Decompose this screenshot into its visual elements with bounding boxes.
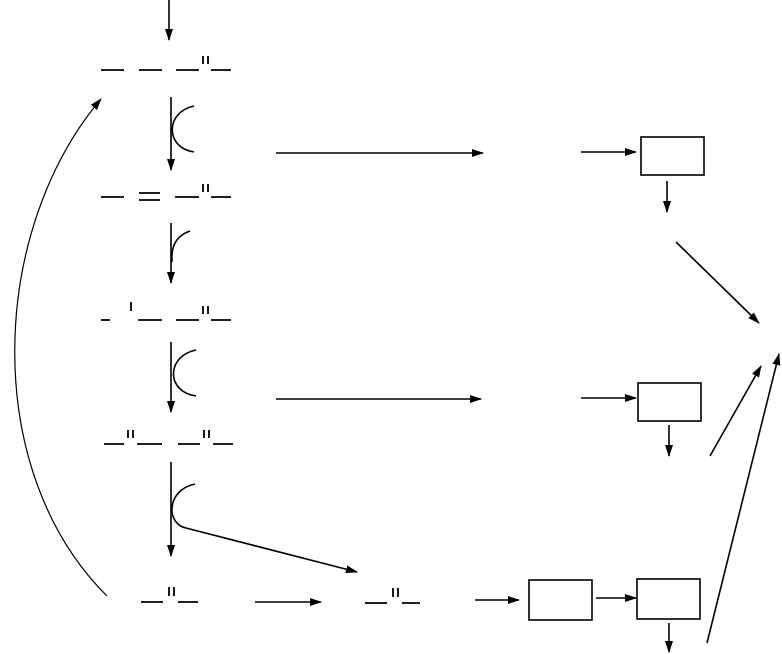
reagent-hook-4 [171,483,196,529]
recycle-curve-arrow [14,98,108,597]
converge-arrow-3 [706,353,781,644]
branch-arrow [185,527,358,574]
structure-1 [101,56,231,71]
structure-6 [365,588,420,604]
reagent-hook-1 [171,105,195,153]
box-3 [528,579,593,621]
structure-3 [101,302,231,321]
converge-arrow-1 [675,241,760,324]
structure-2 [101,184,231,201]
converge-arrow-2 [709,365,762,457]
box-4 [636,578,701,620]
reagent-hook-2 [171,230,191,263]
structure-4 [104,430,233,445]
box-1 [640,136,705,176]
structure-5 [141,587,198,603]
reagent-hook-3 [172,349,197,397]
box-2 [637,382,702,422]
